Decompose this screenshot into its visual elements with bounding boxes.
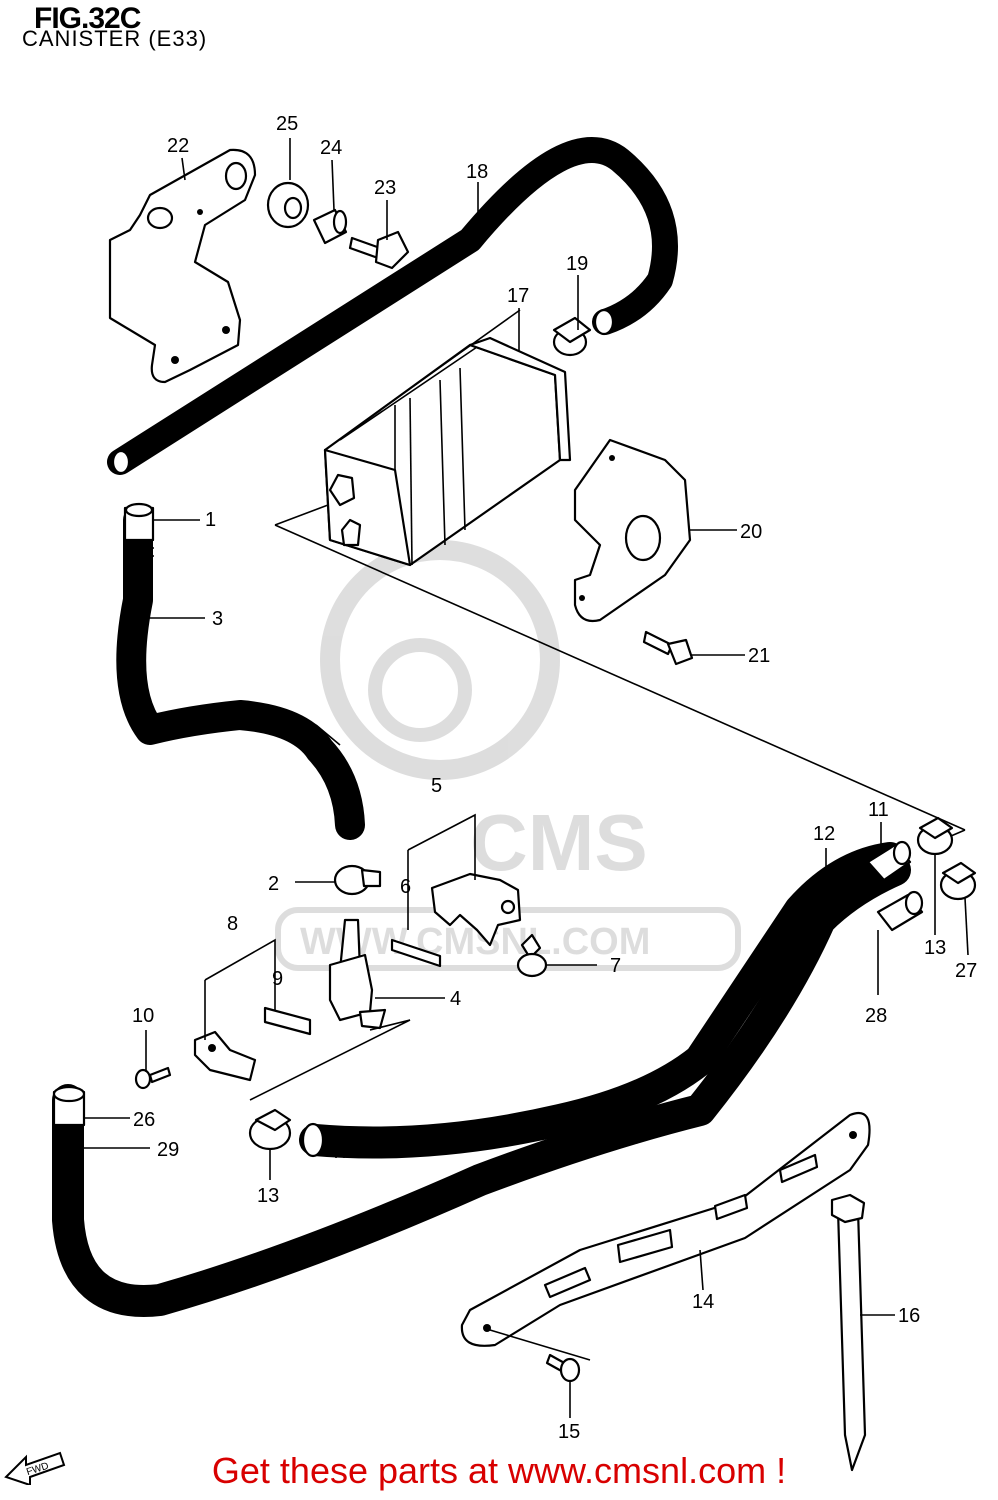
callout-26: 26: [133, 1109, 155, 1131]
callout-3: 3: [212, 608, 223, 630]
callout-15: 15: [558, 1421, 580, 1443]
part-20-bracket[interactable]: [573, 438, 692, 623]
part-14-plate[interactable]: [460, 1112, 871, 1347]
part-5-bracket[interactable]: [430, 872, 522, 947]
callout-16: 16: [898, 1305, 920, 1327]
cms-watermark: CMS WWW.CMSNL.COM: [275, 540, 741, 971]
part-26-fitting[interactable]: [52, 1085, 86, 1127]
callout-9: 9: [272, 968, 283, 990]
callout-20: 20: [740, 521, 762, 543]
callout-19: 19: [566, 253, 588, 275]
callout-6: 6: [400, 876, 411, 898]
footer-link[interactable]: Get these parts at www.cmsnl.com !: [211, 1450, 787, 1491]
part-21-bolt[interactable]: [642, 630, 694, 666]
callout-13-lower: 13: [257, 1185, 279, 1207]
part-4-valve[interactable]: [249, 918, 411, 1101]
part-3-hose[interactable]: [116, 505, 365, 840]
part-8-clamp[interactable]: [193, 1030, 257, 1082]
part-9-pad[interactable]: [263, 1006, 312, 1036]
part-5-6-leader: [407, 813, 476, 930]
part-18-hose[interactable]: [107, 137, 678, 475]
part-12-hose[interactable]: [299, 842, 906, 1159]
part-19-clamp[interactable]: [552, 316, 592, 357]
part-16-cable-tie[interactable]: [830, 1193, 867, 1472]
callout-14: 14: [692, 1291, 714, 1313]
callout-27: 27: [955, 960, 977, 982]
part-10-screw[interactable]: [134, 1066, 172, 1090]
part-17-canister[interactable]: [323, 309, 572, 567]
callout-4: 4: [450, 988, 461, 1010]
figure-title: FIG.32C: [34, 2, 141, 35]
callout-1: 1: [205, 509, 216, 531]
callout-13-upper: 13: [924, 937, 946, 959]
callout-28: 28: [865, 1005, 887, 1027]
part-11-fitting[interactable]: [866, 840, 912, 882]
watermark-logo: CMS: [470, 798, 648, 887]
part-23-bolt[interactable]: [348, 230, 410, 270]
part-6-pad[interactable]: [390, 938, 442, 968]
part-15-screw[interactable]: [545, 1353, 581, 1383]
callout-7: 7: [610, 955, 621, 977]
fwd-arrow-icon: FWD: [4, 1451, 66, 1485]
callout-11: 11: [868, 799, 889, 821]
callout-5: 5: [431, 775, 442, 797]
callout-17: 17: [507, 285, 529, 307]
part-28-fitting[interactable]: [876, 890, 924, 932]
callout-8: 8: [227, 913, 238, 935]
callout-23: 23: [374, 177, 396, 199]
callout-24: 24: [320, 137, 342, 159]
leader-lines: [84, 138, 969, 1418]
callout-25: 25: [276, 113, 298, 135]
callout-labels: 1 2 3 4 5 6 7 8 9 10 11 12 13 13 14 15 1…: [132, 113, 977, 1443]
part-8-9-leader: [204, 938, 276, 1040]
callout-2: 2: [268, 873, 279, 895]
figure-subtitle: CANISTER (E33): [22, 26, 208, 51]
part-7-bolt[interactable]: [516, 933, 548, 978]
part-13-clamp-upper[interactable]: [916, 816, 954, 856]
part-2-clamp[interactable]: [333, 864, 382, 896]
part-27-clamp[interactable]: [939, 861, 977, 901]
part-25-grommet[interactable]: [266, 181, 310, 229]
callout-18: 18: [466, 161, 488, 183]
callout-10: 10: [132, 1005, 154, 1027]
part-22-bracket[interactable]: [108, 148, 257, 384]
callout-22: 22: [167, 135, 189, 157]
part-1-fitting[interactable]: [123, 502, 155, 542]
callout-29: 29: [157, 1139, 179, 1161]
callout-21: 21: [748, 645, 770, 667]
part-24-collar[interactable]: [312, 208, 348, 245]
callout-12: 12: [813, 823, 835, 845]
part-13-clamp-lower[interactable]: [248, 1108, 292, 1151]
